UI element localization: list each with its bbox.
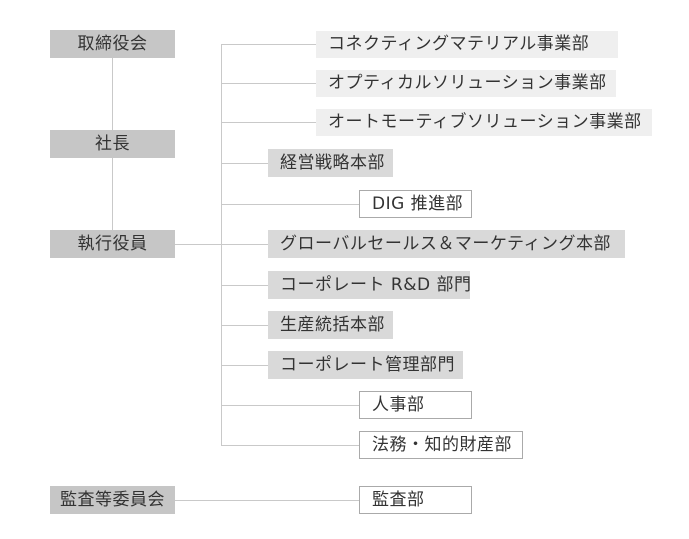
branch-production-control [221,325,268,326]
org-node-executive-officers: 執行役員 [50,230,175,258]
branch-corporate-admin [221,365,268,366]
org-node-global-sales-marketing: グローバルセールス＆マーケティング本部 [268,230,625,258]
branch-global-sales-marketing [221,244,268,245]
org-node-dig-promotion: DIG 推進部 [359,190,472,218]
org-node-production-control: 生産統括本部 [268,311,393,339]
org-node-connecting-materials: コネクティングマテリアル事業部 [316,31,618,58]
org-node-corporate-admin: コーポレート管理部門 [268,351,463,379]
org-node-audit-committee: 監査等委員会 [50,486,175,514]
org-node-automotive-solutions: オートモーティブソリューション事業部 [316,109,652,136]
branch-corporate-rd [221,285,268,286]
branch-automotive-solutions [221,122,316,123]
org-node-optical-solutions: オプティカルソリューション事業部 [316,70,616,97]
org-node-corporate-rd: コーポレート R&D 部門 [268,271,470,299]
org-node-human-resources: 人事部 [359,391,472,419]
line-president-executives [112,158,113,230]
branch-dig-promotion [221,204,359,205]
branch-human-resources [221,405,359,406]
org-node-legal-ip: 法務・知的財産部 [359,431,523,459]
org-node-president: 社長 [50,130,175,158]
org-node-board-of-directors: 取締役会 [50,30,175,58]
org-node-audit-dept: 監査部 [359,486,472,514]
branch-corporate-strategy [221,163,268,164]
branch-connecting-materials [221,44,316,45]
line-audit-committee-audit-dept [175,500,359,501]
branch-legal-ip [221,445,359,446]
line-executives-trunk [175,244,221,245]
org-node-corporate-strategy: 経営戦略本部 [268,149,393,177]
branch-optical-solutions [221,83,316,84]
line-board-president [112,58,113,130]
